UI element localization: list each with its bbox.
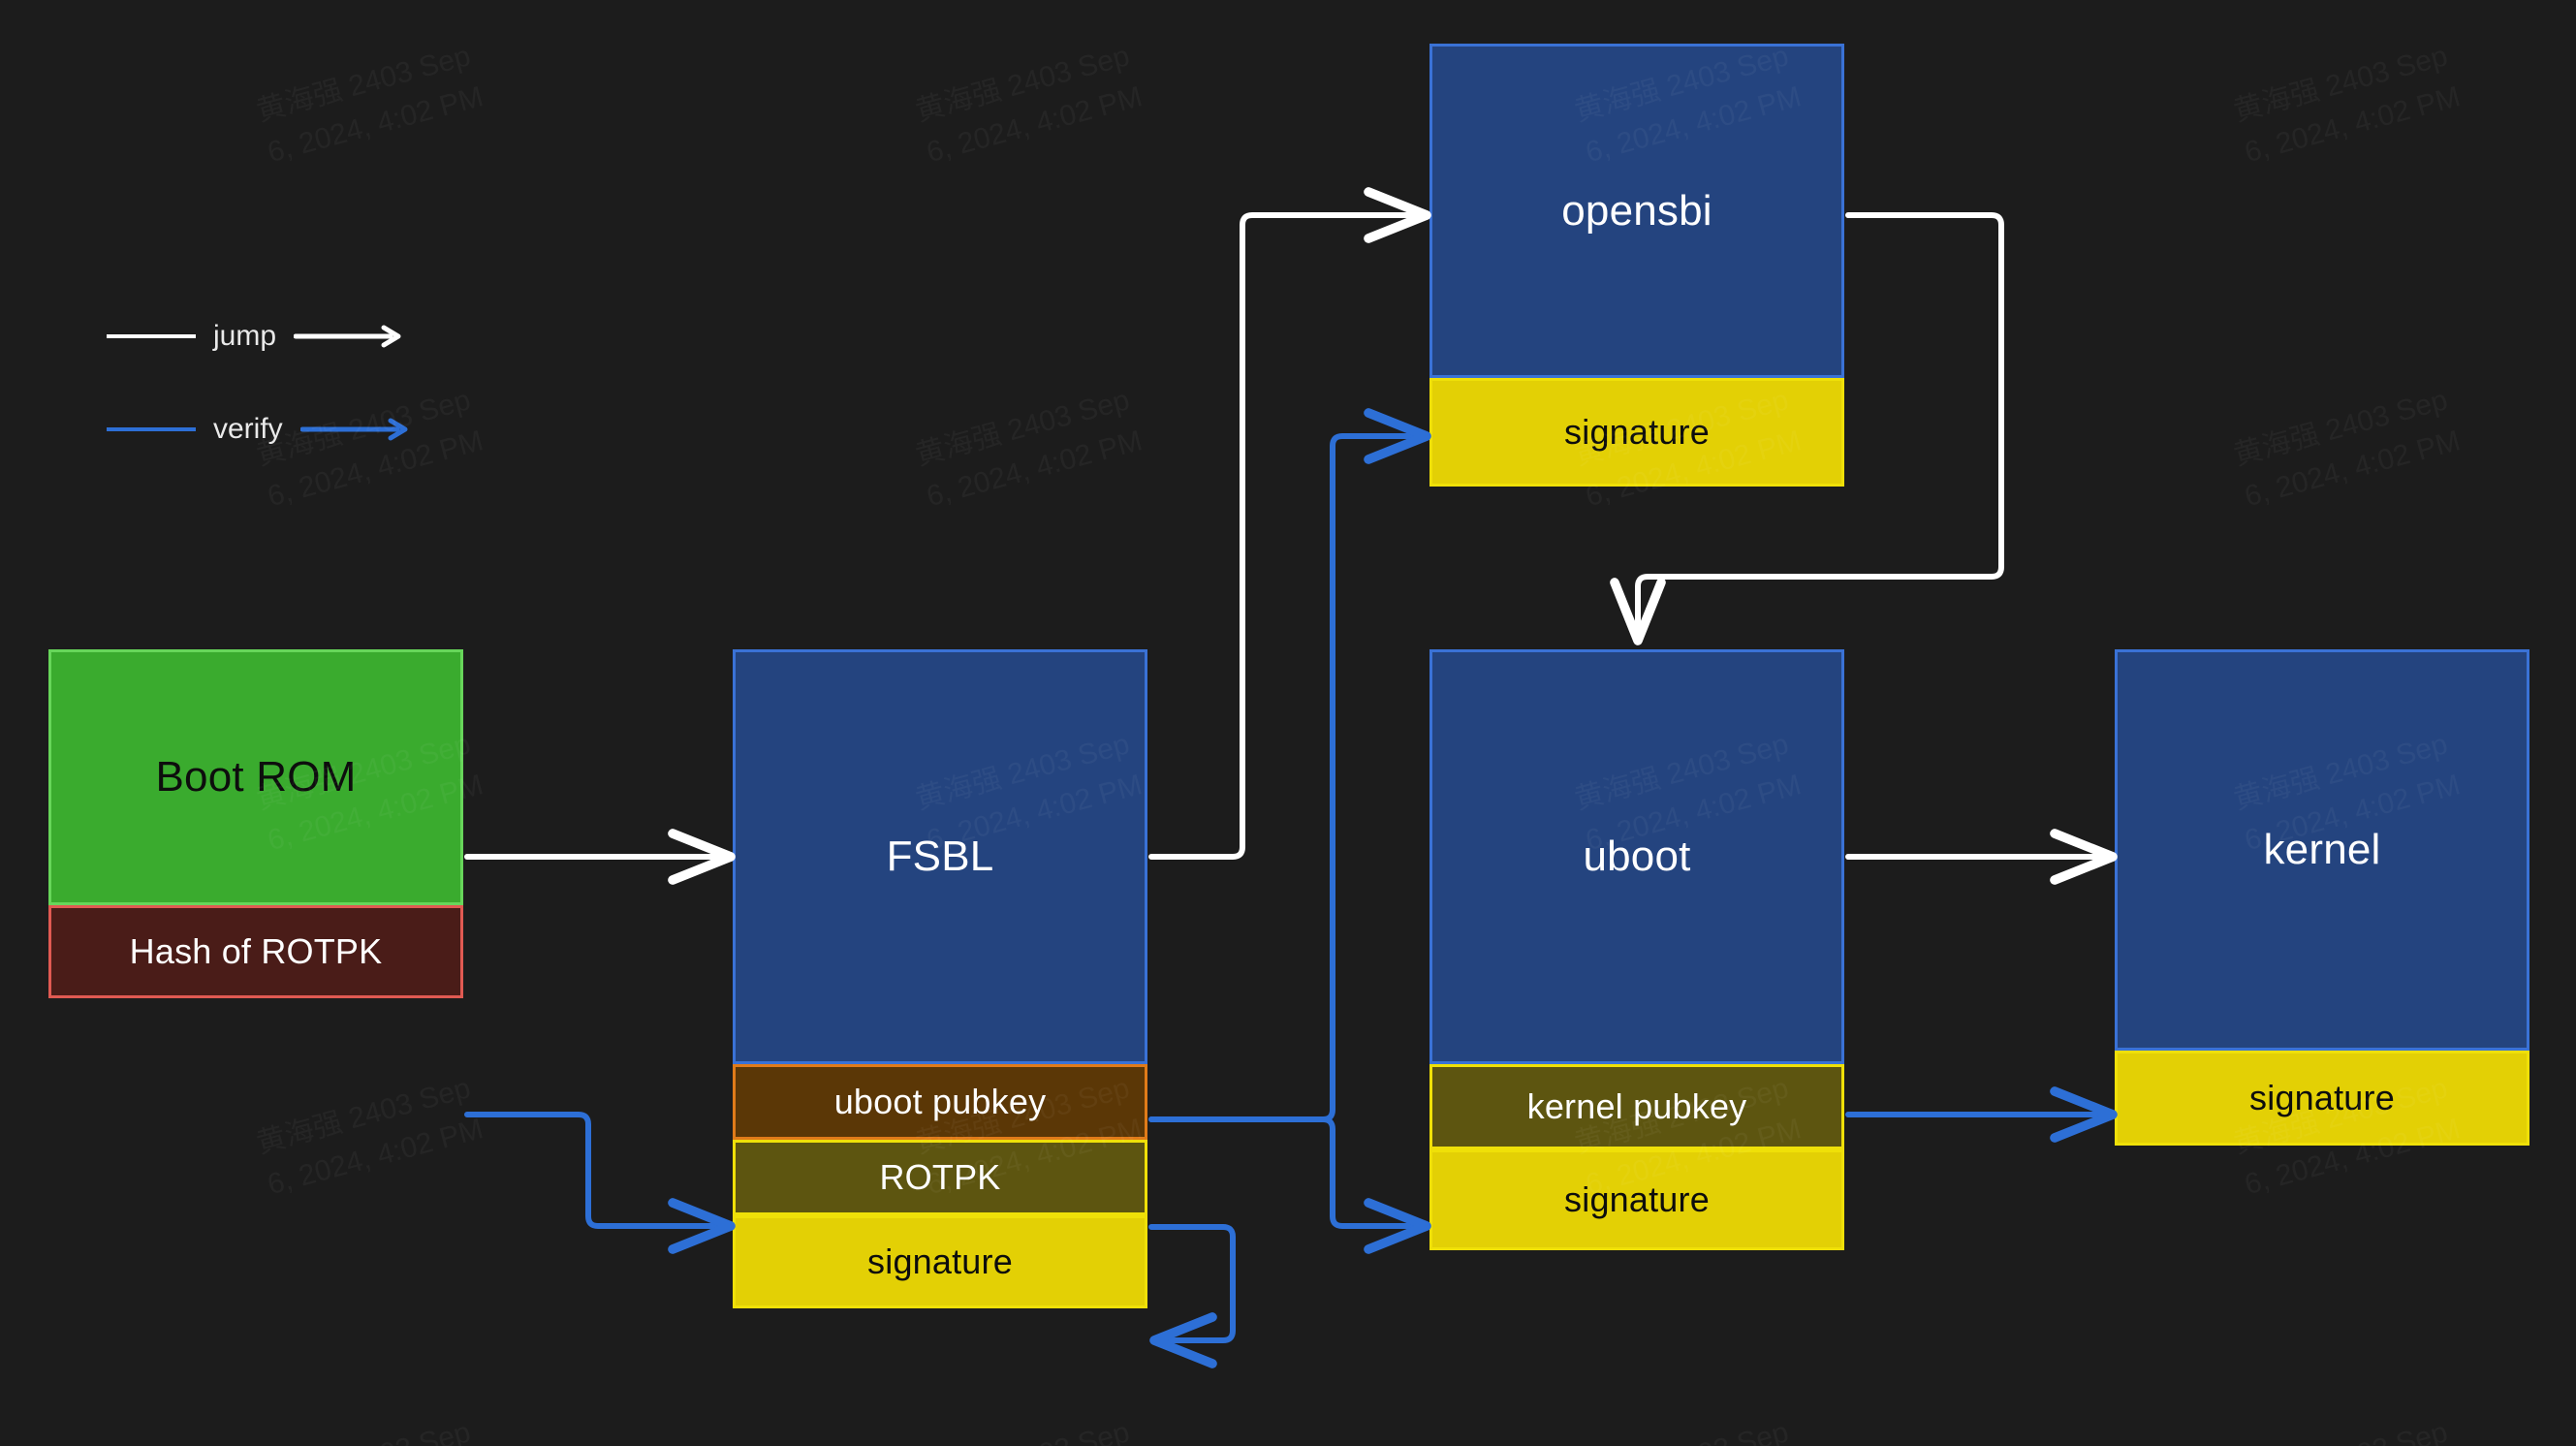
legend-row-verify: verify	[107, 413, 409, 446]
legend-verify-line	[107, 427, 196, 431]
legend-row-jump: jump	[107, 320, 402, 353]
edge-hashrotpk-verifies-rotpk	[464, 1112, 736, 1254]
block-kernel: kernel signature	[2115, 649, 2529, 1173]
fsbl-uboot-pubkey: uboot pubkey	[733, 1064, 1147, 1140]
uboot-signature: signature	[1429, 1149, 1844, 1250]
edge-rotpk-verifies-fsbl-sig	[1148, 1224, 1236, 1368]
legend-verify-label: verify	[213, 413, 283, 445]
block-opensbi: opensbi signature	[1429, 44, 1844, 501]
boot-rom-main: Boot ROM	[48, 649, 463, 905]
kernel-main: kernel	[2115, 649, 2529, 1051]
block-fsbl: FSBL uboot pubkey ROTPK signature	[733, 649, 1147, 1396]
edge-opensbi-to-uboot	[1610, 212, 2004, 645]
fsbl-rotpk: ROTPK	[733, 1140, 1147, 1215]
kernel-signature: signature	[2115, 1051, 2529, 1146]
fsbl-signature: signature	[733, 1215, 1147, 1308]
boot-rom-hash: Hash of ROTPK	[48, 905, 463, 998]
opensbi-signature: signature	[1429, 378, 1844, 487]
fsbl-main-label: FSBL	[886, 833, 994, 880]
kernel-main-label: kernel	[2263, 826, 2381, 873]
fsbl-rotpk-label: ROTPK	[879, 1157, 1001, 1197]
boot-rom-hash-label: Hash of ROTPK	[129, 931, 383, 971]
edge-ubootpubkey-verifies-opensbi	[1148, 408, 1431, 1122]
legend-jump-arrow	[293, 324, 402, 349]
edge-ubootpubkey-verifies-uboot	[1148, 1116, 1431, 1254]
edge-fsbl-to-opensbi	[1148, 187, 1431, 860]
fsbl-uboot-pubkey-label: uboot pubkey	[833, 1082, 1047, 1121]
opensbi-signature-label: signature	[1564, 412, 1710, 452]
kernel-signature-label: signature	[2249, 1078, 2395, 1117]
opensbi-main: opensbi	[1429, 44, 1844, 378]
legend-verify-arrow	[299, 417, 409, 442]
legend-jump-label: jump	[213, 320, 277, 352]
uboot-kernel-pubkey-label: kernel pubkey	[1526, 1086, 1747, 1126]
block-boot-rom: Boot ROM Hash of ROTPK	[48, 649, 463, 1018]
fsbl-main: FSBL	[733, 649, 1147, 1064]
legend-jump-line	[107, 334, 196, 338]
boot-rom-main-label: Boot ROM	[155, 753, 357, 801]
block-uboot: uboot kernel pubkey signature	[1429, 649, 1844, 1279]
uboot-signature-label: signature	[1564, 1179, 1710, 1219]
uboot-main: uboot	[1429, 649, 1844, 1064]
uboot-kernel-pubkey: kernel pubkey	[1429, 1064, 1844, 1149]
uboot-main-label: uboot	[1583, 833, 1691, 880]
opensbi-main-label: opensbi	[1561, 186, 1712, 235]
legend: jump verify	[107, 320, 446, 456]
fsbl-signature-label: signature	[867, 1242, 1013, 1281]
